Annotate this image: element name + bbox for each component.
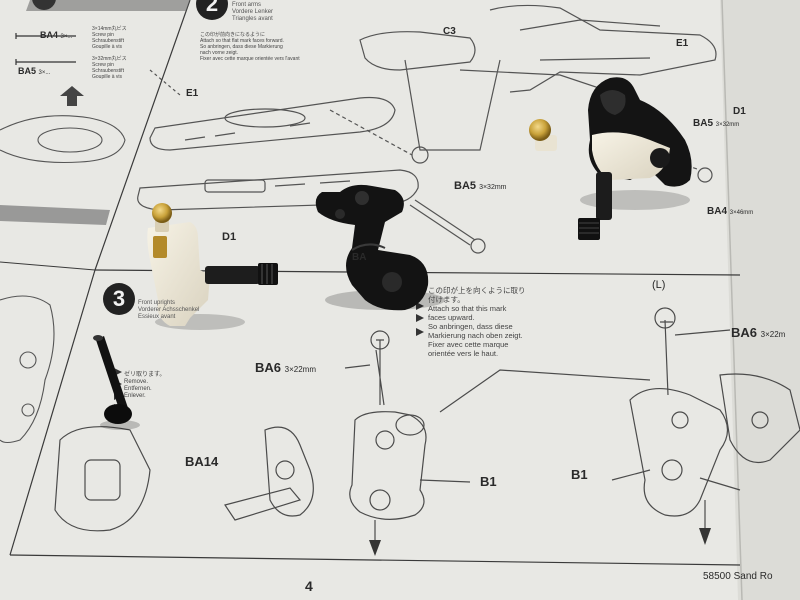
callout-d1-right: D1 <box>733 106 746 117</box>
black-hub-carrier-part <box>315 184 445 311</box>
callout-ba-partial: BA <box>352 252 367 263</box>
screw-note-1: 3×14mm丸ビス Screw pin Schraubenstift Goupi… <box>92 26 127 50</box>
step-3-badge: 3 <box>103 283 135 315</box>
callout-ba5-left-size: 3×32mm <box>479 184 507 191</box>
callout-ba4-size: 3×46mm <box>729 210 754 216</box>
callout-ba6-right: BA6 3×22m <box>731 325 785 340</box>
callout-ba5-right-size: 3×32mm <box>715 122 740 128</box>
parts-photo <box>93 77 692 430</box>
step-2-badge: 2 <box>196 0 228 20</box>
callout-ba6-center: BA6 3×22mm <box>255 360 316 375</box>
callout-ba5-right-code: BA5 <box>693 118 714 129</box>
step3-left-label: (L) <box>652 279 666 291</box>
screw-note-2: 3×32mm丸ビス Screw pin Schraubenstift Goupi… <box>92 56 127 80</box>
callout-b1-right: B1 <box>571 467 588 482</box>
callout-e1-left: E1 <box>186 88 199 99</box>
callout-ba5-left: BA5 3×32mm <box>454 180 507 192</box>
white-upright-part <box>147 203 278 330</box>
callout-ba6-center-code: BA6 <box>255 360 282 375</box>
screw-ba5-size: 3×... <box>38 70 51 76</box>
right-upright-part <box>529 77 692 240</box>
footer-title: 58500 Sand Ro <box>703 571 773 582</box>
callout-ba6-right-size: 3×22m <box>760 330 786 339</box>
callout-ba6-center-size: 3×22mm <box>284 365 316 374</box>
screw-ba5-label: BA5 3×... <box>18 66 50 76</box>
black-screw-part <box>93 335 140 430</box>
page-number: 4 <box>305 578 313 594</box>
callout-ba6-right-code: BA6 <box>731 325 758 340</box>
screw-ba5-code: BA5 <box>18 66 37 76</box>
callout-ba4: BA4 3×46mm <box>707 206 753 217</box>
callout-b1-center: B1 <box>480 474 497 489</box>
callout-c3: C3 <box>443 26 456 37</box>
callout-ba5-left-code: BA5 <box>454 180 477 192</box>
screw-ba4-size: 3×... <box>60 34 73 40</box>
step2-note: この印が前向きになるように Attach so that flat mark f… <box>200 32 300 62</box>
callout-e1-right: E1 <box>676 38 689 49</box>
screw-ba4-label: BA4 3×... <box>40 30 72 40</box>
step3-mark-note: この印が上を向くように取り 付けます。 Attach so that this … <box>428 286 526 358</box>
callout-ba14: BA14 <box>185 454 219 469</box>
step3-heading: Front uprights Vorderer Achsschenkel Ess… <box>138 300 200 320</box>
callout-d1-left: D1 <box>222 231 237 243</box>
screw-ba4-code: BA4 <box>40 30 59 40</box>
step3-remove-note: ゼリ取ります。 Remove. Entfernen. Enlever. <box>124 372 166 399</box>
callout-ba5-right: BA5 3×32mm <box>693 118 739 129</box>
callout-ba4-code: BA4 <box>707 206 728 217</box>
step2-heading: Front arms Vordere Lenker Triangles avan… <box>232 2 274 22</box>
step-header-left-badge <box>32 0 56 10</box>
